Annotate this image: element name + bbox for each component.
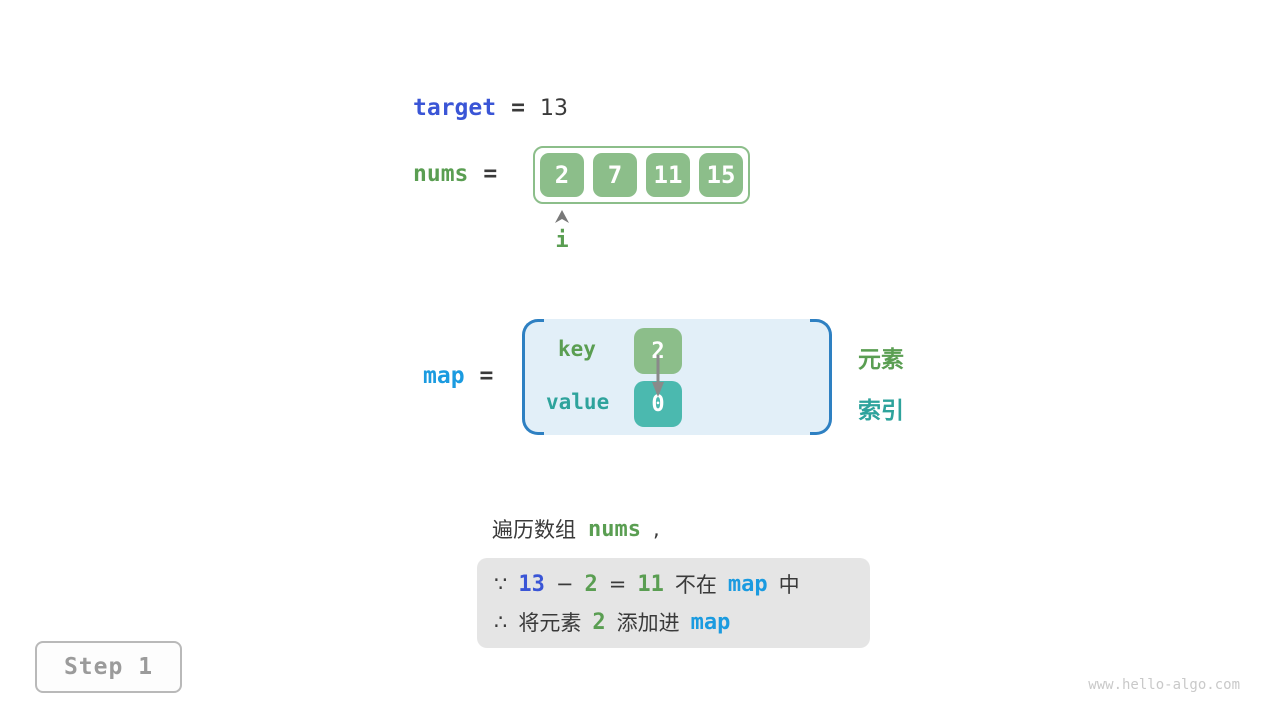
caption-comma: , (652, 517, 660, 541)
nums-array: 2 7 11 15 (533, 146, 750, 204)
minus-sign: − (555, 572, 574, 596)
note-notin-text: 不在 (674, 573, 717, 597)
right-bracket (810, 319, 832, 435)
target-row: target = 13 (413, 95, 568, 121)
key-label: key (558, 337, 596, 361)
element-side-label: 元素 (858, 347, 904, 373)
array-cell: 15 (699, 153, 743, 197)
array-cell-value: 11 (653, 161, 683, 189)
because-symbol: ∵ (494, 572, 508, 596)
map-row: map = (423, 363, 493, 389)
array-cell-value: 15 (706, 161, 736, 189)
left-bracket (522, 319, 544, 435)
equals-sign: = (479, 363, 494, 389)
target-label: target (413, 95, 497, 121)
down-arrow-icon (652, 355, 664, 397)
target-value: 13 (539, 95, 568, 121)
note-add-text-1: 将元素 (518, 611, 582, 635)
array-cell-value: 2 (554, 161, 570, 189)
step-label: Step 1 (63, 654, 154, 680)
note-line-1: ∵ 13 − 2 = 11 不在 map 中 (494, 569, 853, 599)
step-badge: Step 1 (35, 641, 182, 693)
map-container: key 2 value 0 (522, 319, 832, 435)
value-value: 0 (651, 391, 665, 417)
equals-sign: = (511, 95, 525, 121)
array-cell: 7 (593, 153, 637, 197)
equals-sign: = (608, 572, 627, 596)
note-element-value: 2 (584, 571, 598, 597)
therefore-symbol: ∴ (494, 610, 508, 634)
pointer-i-label: i (555, 228, 569, 253)
value-label: value (546, 390, 610, 414)
note-map-ref: map (690, 609, 731, 635)
nums-label: nums (413, 161, 469, 187)
map-label: map (423, 363, 465, 389)
note-map-ref: map (727, 571, 768, 597)
key-value: 2 (651, 338, 665, 364)
note-in-suffix: 中 (778, 573, 800, 597)
note-diff-value: 11 (637, 571, 664, 597)
watermark: www.hello-algo.com (1088, 677, 1240, 693)
note-target-value: 13 (518, 571, 545, 597)
note-box: ∵ 13 − 2 = 11 不在 map 中 ∴ 将元素 2 添加进 map (477, 558, 870, 648)
up-arrow-icon (555, 210, 569, 223)
caption-code: nums (588, 516, 641, 542)
note-add-text-2: 添加进 (616, 611, 680, 635)
index-pointer: i (540, 210, 584, 253)
array-cell: 11 (646, 153, 690, 197)
nums-row: nums = (413, 161, 497, 187)
caption-prefix: 遍历数组 (492, 518, 576, 542)
array-cell: 2 (540, 153, 584, 197)
caption-line: 遍历数组 nums , (492, 514, 660, 544)
equals-sign: = (483, 161, 498, 187)
note-element-value: 2 (592, 609, 606, 635)
note-line-2: ∴ 将元素 2 添加进 map (494, 607, 853, 637)
index-side-label: 索引 (858, 398, 904, 424)
array-cell-value: 7 (607, 161, 623, 189)
